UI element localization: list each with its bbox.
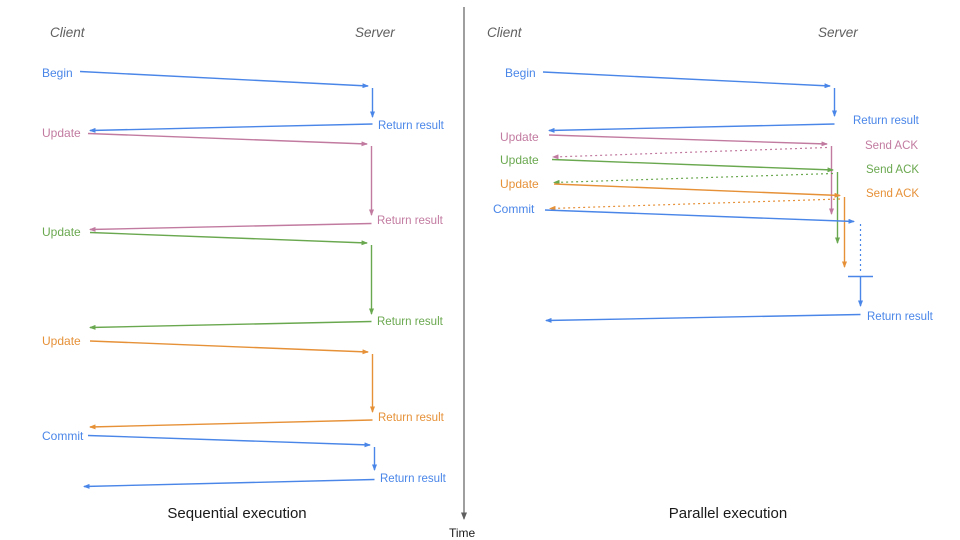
- return-result-label: Return result: [380, 473, 447, 485]
- update1-request-arrow: [87, 132, 368, 147]
- update3-request-arrow: [553, 183, 841, 198]
- update1-return-arrow: [89, 222, 372, 232]
- update3-request-arrow: [89, 340, 369, 355]
- update2-return-arrow: [89, 320, 372, 330]
- time-axis-label: Time: [449, 526, 476, 540]
- update3-return-arrow: [89, 419, 373, 430]
- message-label-update-2: Update: [500, 153, 539, 167]
- update1-ack-arrow: [552, 146, 828, 160]
- server-header: Server: [818, 25, 858, 40]
- begin-return-arrow: [89, 123, 373, 133]
- panel-title-parallel: Parallel execution: [669, 505, 787, 522]
- message-label-begin: Begin: [505, 66, 536, 80]
- send-ack-label: Send ACK: [866, 164, 919, 176]
- send-ack-label: Send ACK: [866, 188, 919, 200]
- return-result-label: Return result: [378, 120, 445, 132]
- begin-request-arrow: [542, 71, 831, 89]
- message-label-commit: Commit: [493, 202, 535, 216]
- message-label-update-1: Update: [42, 126, 81, 140]
- message-label-begin: Begin: [42, 66, 73, 80]
- commit-request-arrow: [544, 209, 855, 224]
- update1-request-arrow: [548, 134, 828, 147]
- return-result-label: Return result: [377, 215, 444, 227]
- parallel-panel: Client Server Begin Return result Update…: [487, 25, 934, 522]
- sequential-panel: Client Server Begin Return result Update…: [42, 25, 447, 522]
- message-label-update-3: Update: [42, 334, 81, 348]
- update2-request-arrow: [551, 158, 834, 173]
- commit-request-arrow: [87, 434, 371, 448]
- update3-ack-arrow: [549, 198, 841, 211]
- message-label-commit: Commit: [42, 429, 84, 443]
- update2-ack-arrow: [553, 172, 834, 185]
- return-result-label: Return result: [853, 115, 920, 127]
- message-label-update-2: Update: [42, 225, 81, 239]
- return-result-label: Return result: [867, 311, 934, 323]
- return-result-label: Return result: [377, 316, 444, 328]
- server-header: Server: [355, 25, 395, 40]
- return-result-label: Return result: [378, 412, 445, 424]
- client-header: Client: [50, 25, 86, 40]
- update2-request-arrow: [89, 231, 368, 246]
- message-label-update-1: Update: [500, 130, 539, 144]
- commit-return-arrow: [83, 478, 375, 489]
- client-header: Client: [487, 25, 523, 40]
- begin-return-arrow: [548, 123, 835, 133]
- commit-return-arrow: [545, 313, 861, 323]
- message-label-update-3: Update: [500, 177, 539, 191]
- send-ack-label: Send ACK: [865, 140, 918, 152]
- panel-title-sequential: Sequential execution: [167, 505, 306, 522]
- begin-request-arrow: [79, 70, 369, 89]
